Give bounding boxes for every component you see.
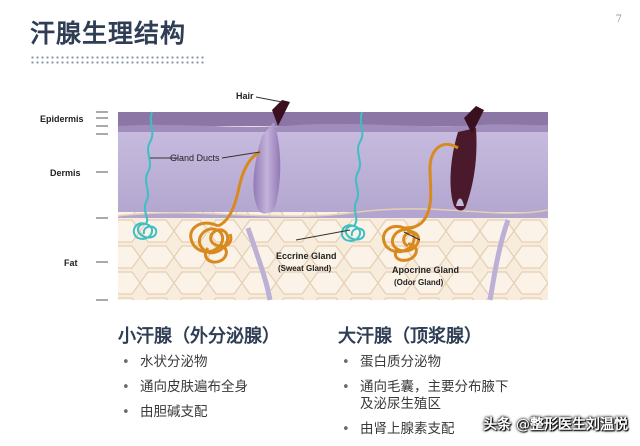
small-gland-section: 小汗腺（外分泌腺） •水状分泌物 •通向皮肤遍布全身 •由胆碱支配 [118, 322, 280, 429]
leader-lines [150, 96, 421, 241]
label-eccrine-sub: (Sweat Gland) [278, 264, 332, 273]
apocrine-gland-right [381, 142, 459, 262]
list-item: •由肾上腺素支配 [342, 421, 455, 437]
apocrine-gland-left [189, 150, 261, 264]
label-apocrine-sub: (Odor Gland) [394, 278, 444, 287]
small-gland-list: •水状分泌物 •通向皮肤遍布全身 •由胆碱支配 [118, 354, 280, 421]
label-dermis: Dermis [50, 168, 81, 178]
large-gland-list: •蛋白质分泌物 •通向毛囊，主要分布腋下及泌尿生殖区 •由肾上腺素支配 [338, 354, 509, 438]
large-gland-heading: 大汗腺（顶浆腺） [338, 326, 482, 347]
label-eccrine-title: Eccrine Gland [276, 251, 337, 261]
watermark: 头条 @整形医生刘温悦 [483, 417, 628, 433]
title-underline-dots [30, 55, 206, 65]
list-item: •通向皮肤遍布全身 [122, 379, 248, 395]
hair-follicle-left [253, 100, 290, 214]
epidermis-layer [118, 112, 548, 134]
fat-layer [117, 208, 548, 300]
bullet-dot: • [122, 355, 130, 370]
bullet-dot: • [342, 422, 350, 437]
label-apocrine-title: Apocrine Gland [392, 265, 459, 275]
list-item: •通向毛囊，主要分布腋下及泌尿生殖区 [342, 379, 509, 412]
slide-title: 汗腺生理结构 [30, 19, 187, 48]
eccrine-gland-right [340, 111, 366, 242]
small-gland-heading: 小汗腺（外分泌腺） [118, 326, 280, 347]
list-item: •由胆碱支配 [122, 404, 208, 420]
label-hair: Hair [236, 91, 254, 101]
bullet-dot: • [122, 380, 130, 395]
list-item: •蛋白质分泌物 [342, 354, 441, 370]
label-gland-ducts: Gland Ducts [170, 153, 220, 163]
bullet-dot: • [342, 355, 350, 370]
page-number: 7 [615, 14, 622, 25]
list-item: •水状分泌物 [122, 354, 208, 370]
large-gland-section: 大汗腺（顶浆腺） •蛋白质分泌物 •通向毛囊，主要分布腋下及泌尿生殖区 •由肾上… [338, 322, 509, 446]
layer-ticks [96, 111, 108, 301]
eccrine-gland-left [132, 111, 158, 240]
bullet-dot: • [122, 405, 130, 420]
dermis-layer [118, 132, 548, 218]
label-epidermis: Epidermis [40, 114, 84, 124]
bullet-dot: • [342, 380, 350, 395]
label-fat: Fat [64, 258, 78, 268]
sweat-gland-diagram: Hair Epidermis Dermis Fat Gland Ducts Ec… [38, 88, 548, 303]
